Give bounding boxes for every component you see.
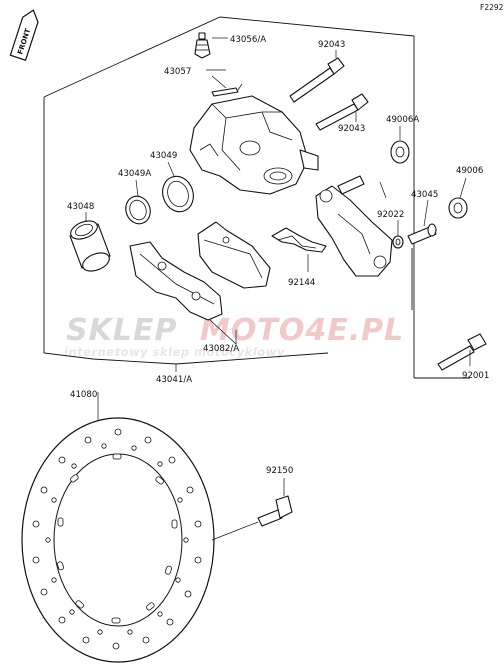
bracket-pin [407, 199, 437, 245]
label-43041a: 43041/A [156, 375, 192, 385]
piston-seal-large [162, 161, 194, 213]
mounting-bolt [437, 333, 487, 371]
disc-bolt [211, 478, 293, 541]
washer [392, 220, 404, 249]
diagram-code: F2292 [480, 3, 504, 12]
label-92001: 92001 [462, 371, 489, 381]
brake-pad-front [129, 241, 223, 321]
label-43057: 43057 [164, 67, 191, 77]
disc-holes [32, 428, 202, 650]
label-92043-upper: 92043 [318, 40, 345, 50]
guide-pin-upper [289, 50, 345, 103]
piston-seal-small [125, 179, 151, 225]
caliper-bracket [315, 185, 393, 277]
piston [69, 212, 111, 272]
bracket-bushing [337, 175, 468, 219]
label-41080: 41080 [70, 390, 97, 400]
bleeder-valve [194, 32, 228, 59]
label-43048: 43048 [67, 202, 94, 212]
part-labels: 43056/A 92043 43057 92043 49006A 43049 4… [67, 35, 489, 476]
caliper-assembly-frame [43, 16, 470, 379]
label-49006a: 49006A [386, 115, 419, 125]
bracket-bushing-a [390, 126, 410, 164]
label-43045: 43045 [411, 190, 438, 200]
watermark-brand-right: MOTO4E.PL [200, 313, 404, 348]
label-92144: 92144 [288, 278, 315, 288]
bleeder-cap [206, 69, 243, 97]
caliper-body [189, 95, 319, 195]
label-92150: 92150 [266, 466, 293, 476]
label-92043-lower: 92043 [338, 124, 365, 134]
watermark-brand-left: SKLEP [66, 313, 177, 348]
leader-lines [97, 181, 387, 420]
pad-spring [271, 227, 327, 272]
front-direction-badge: FRONT [9, 9, 39, 61]
disc-slots [56, 453, 178, 624]
guide-pin-lower [315, 93, 369, 131]
brake-pad-rear [197, 221, 271, 289]
brake-disc [21, 417, 215, 663]
watermark-tagline: internetowy sklep motocyklowy [64, 345, 285, 359]
label-49006: 49006 [456, 166, 483, 176]
label-43049a: 43049A [118, 169, 151, 179]
label-43049: 43049 [150, 151, 177, 161]
label-92022: 92022 [377, 210, 404, 220]
label-43056a: 43056/A [230, 35, 266, 45]
label-43082a: 43082/A [203, 344, 239, 354]
